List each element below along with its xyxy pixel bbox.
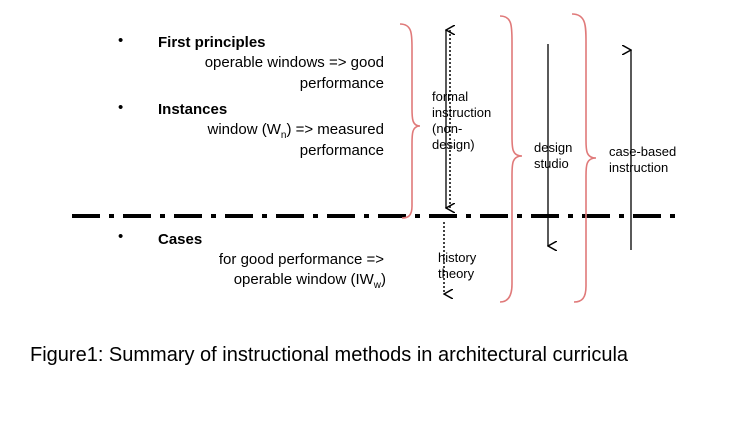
cases-line2: operable window (IWw) xyxy=(233,271,386,291)
cases-line1: for good performance => xyxy=(218,251,384,268)
instances-heading: Instances xyxy=(158,101,228,118)
label-design-studio: design studio xyxy=(534,140,573,171)
label-case-based-instruction: case-based instruction xyxy=(609,144,677,175)
bullet-cases: • xyxy=(118,228,124,245)
figure-caption: Figure1: Summary of instructional method… xyxy=(30,344,629,366)
first-principles-heading: First principles xyxy=(158,34,266,51)
label-history-theory: history theory xyxy=(438,250,477,281)
brace-case-based xyxy=(571,13,597,303)
brace-design-studio xyxy=(499,15,523,303)
first-principles-line1: operable windows => good xyxy=(204,54,384,71)
bullet-first-principles: • xyxy=(118,32,124,49)
first-principles-line2: performance xyxy=(299,75,384,92)
instances-line1: window (Wn) => measured xyxy=(207,121,384,141)
brace-formal xyxy=(399,23,421,219)
label-formal-instruction: formal instruction (non- design) xyxy=(432,89,492,152)
cases-heading: Cases xyxy=(158,231,203,248)
instances-line2: performance xyxy=(299,142,384,159)
bullet-instances: • xyxy=(118,99,124,116)
